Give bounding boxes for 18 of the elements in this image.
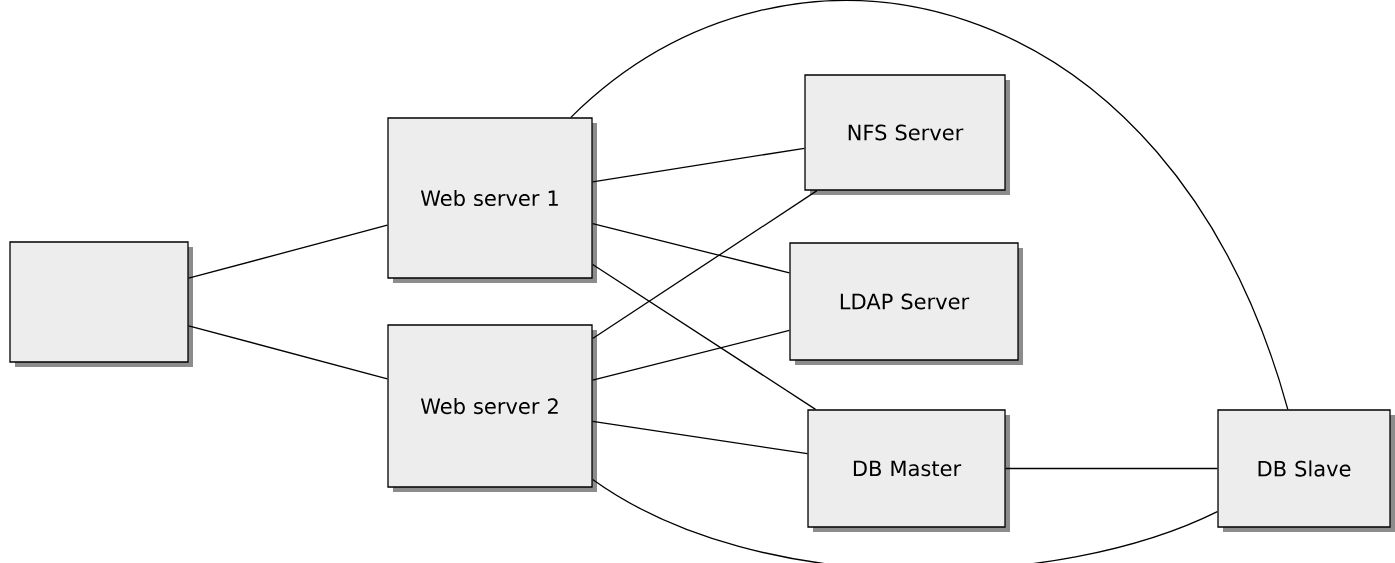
connector-line [570,0,1289,410]
server-box: DB Slave [1217,409,1395,532]
server-box: Web server 1 [387,117,597,283]
server-box: LDAP Server [789,242,1023,365]
server-box: NFS Server [804,74,1010,195]
connector-line [188,224,388,279]
connector-line [592,329,790,381]
connector-line [188,325,388,380]
connector-line [592,190,818,340]
box [9,241,193,367]
connector-line [592,147,805,183]
connector-line [592,222,790,274]
server-box: DB Master [807,409,1010,532]
connector-line [592,478,1218,563]
connector-line [592,263,817,410]
server-box: Web server 2 [387,324,597,492]
connector-line [592,420,808,455]
connector-line [1005,467,1218,470]
